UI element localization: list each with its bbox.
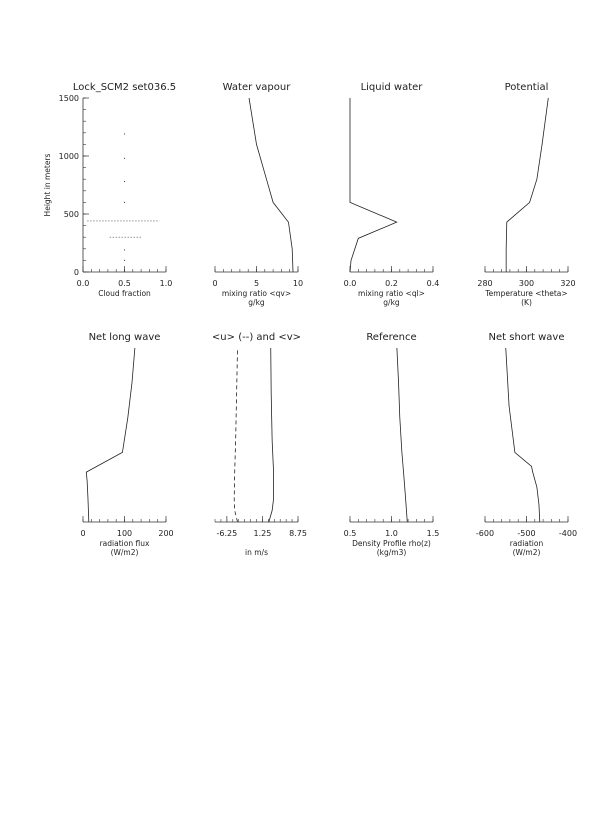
panel-8-x-tick-label: -400	[559, 529, 577, 538]
panel-6-x-tick-label: 8.75	[289, 529, 307, 538]
panel-1-y-tick-label: 0	[74, 268, 79, 277]
panel-4-series-1-line	[505, 97, 549, 272]
panel-4-x-tick-label: 280	[477, 279, 492, 288]
panel-2-xlabel: mixing ratio <qv>	[222, 289, 291, 298]
panel-1-y-tick-label: 500	[64, 210, 79, 219]
panel-3-x-tick-label: 0.2	[385, 279, 398, 288]
panel-6-title: <u> (--) and <v>	[212, 332, 301, 343]
panel-2-xlabel-units: g/kg	[248, 298, 265, 307]
panel-1-series-1-point	[123, 249, 126, 251]
panel-1-series-1-point	[123, 157, 126, 159]
panel-7-xlabel-units: (kg/m3)	[377, 548, 407, 557]
panel-5-title: Net long wave	[89, 332, 161, 343]
panel-8-title: Net short wave	[489, 332, 565, 343]
panel-6-x-tick-label: 1.25	[254, 529, 272, 538]
panel-1-title: Lock_SCM2 set036.5	[73, 82, 176, 93]
panel-6-series-1-line	[233, 347, 238, 523]
panel-3-xlabel-units: g/kg	[383, 298, 400, 307]
panel-4-xlabel: Temperature <theta>	[484, 289, 567, 298]
panel-6-xlabel-units: in m/s	[245, 548, 268, 557]
panel-8-x-tick-label: -600	[476, 529, 494, 538]
panel-4-title: Potential	[505, 82, 549, 93]
panel-1-x-tick-label: 0.0	[77, 279, 90, 288]
panel-5-x-tick-label: 200	[158, 529, 173, 538]
panel-7-xlabel: Density Profile rho(z)	[352, 539, 431, 548]
panel-8-xlabel: radiation	[510, 539, 544, 548]
panel-3-x-tick-label: 0.0	[344, 279, 357, 288]
panel-7-x-tick-label: 1.5	[427, 529, 440, 538]
panel-7-x-tick-label: 1.0	[385, 529, 398, 538]
panel-5-x-tick-label: 100	[117, 529, 132, 538]
panel-7-series-1-line	[396, 347, 408, 523]
panel-2-x-tick-label: 0	[212, 279, 217, 288]
panel-8-xlabel-units: (W/m2)	[513, 548, 541, 557]
panel-5-x-tick-label: 0	[80, 529, 85, 538]
panel-6-series-2-line	[268, 347, 274, 523]
panel-1-series-1-point	[123, 259, 126, 261]
panel-1-series-1-point	[123, 180, 126, 183]
panel-5-xlabel: radiation flux	[100, 539, 150, 548]
panel-4-x-tick-label: 300	[519, 279, 534, 288]
panel-2-title: Water vapour	[223, 82, 292, 93]
panel-8-series-1-line	[505, 347, 541, 523]
panel-7-x-tick-label: 0.5	[344, 529, 357, 538]
panel-1-series-1-point	[123, 133, 126, 135]
panel-7-title: Reference	[366, 332, 416, 343]
panel-1-x-tick-label: 1.0	[160, 279, 173, 288]
panel-3-xlabel: mixing ratio <ql>	[358, 289, 425, 298]
panel-5-xlabel-units: (W/m2)	[111, 548, 139, 557]
panel-3-series-1-line	[349, 98, 398, 273]
panel-2-series-1-line	[248, 97, 294, 273]
panel-2-x-tick-label: 5	[254, 279, 259, 288]
panel-1-y-tick-label: 1500	[59, 94, 79, 103]
panel-8-x-tick-label: -500	[517, 529, 535, 538]
panel-1-xlabel: Cloud fraction	[98, 289, 151, 298]
panel-1-ylabel: Height in meters	[43, 153, 52, 216]
panel-3-x-tick-label: 0.4	[427, 279, 440, 288]
panel-3-title: Liquid water	[361, 82, 424, 93]
panel-2-x-tick-label: 10	[293, 279, 303, 288]
panel-4-x-tick-label: 320	[560, 279, 575, 288]
panel-1-x-tick-label: 0.5	[118, 279, 131, 288]
panel-6-x-tick-label: -6.25	[217, 529, 238, 538]
panel-1-y-tick-label: 1000	[59, 152, 79, 161]
panel-4-xlabel-units: (K)	[521, 298, 532, 307]
panel-5-series-1-line	[85, 347, 136, 523]
panel-1-series-1-point	[123, 201, 126, 203]
